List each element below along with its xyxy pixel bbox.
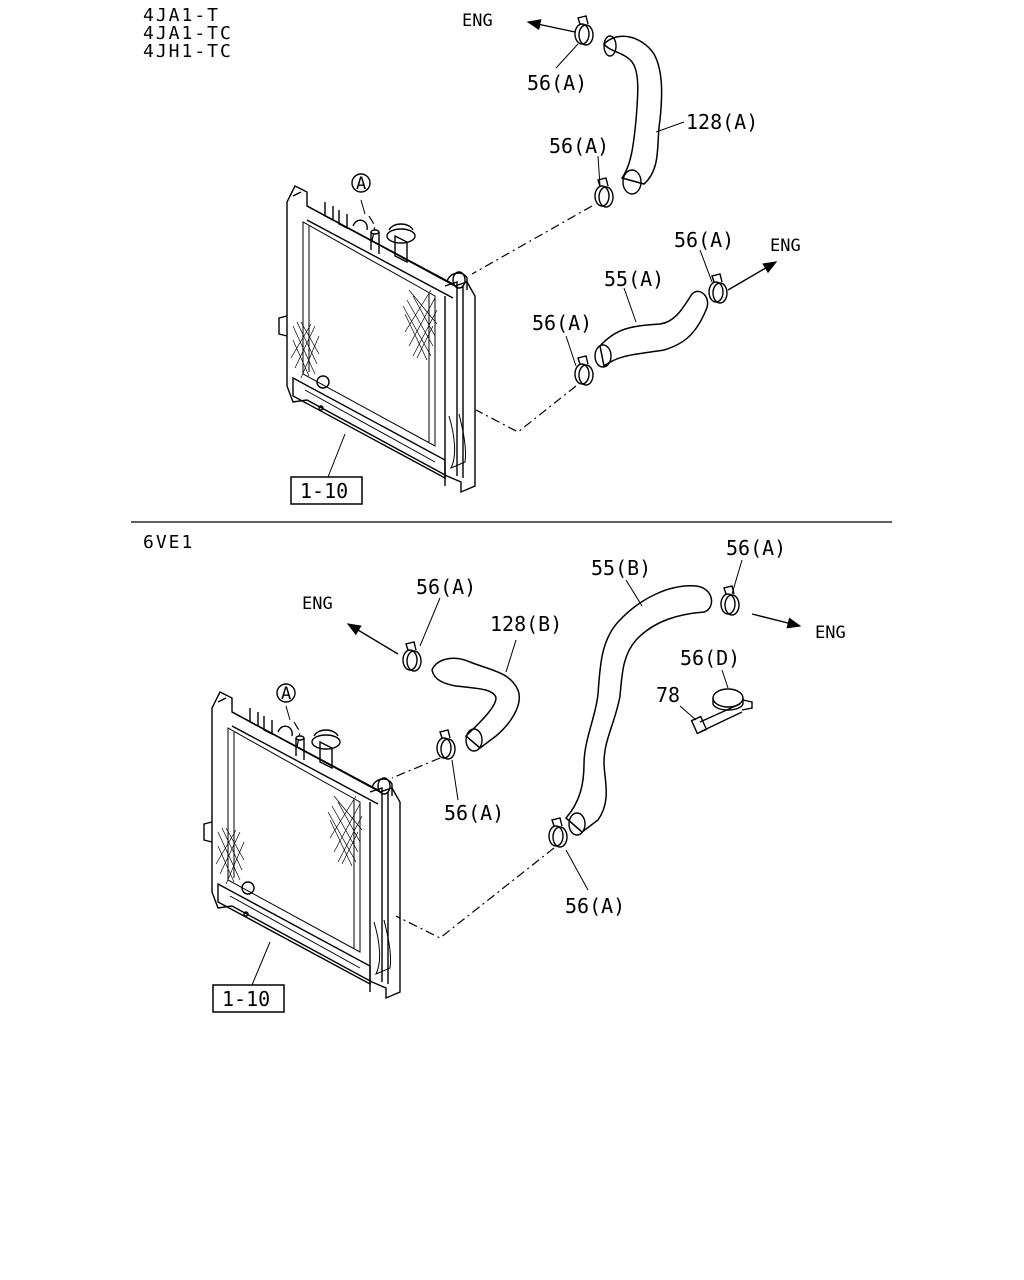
eng-direction-label: ENG xyxy=(815,623,846,643)
upper-hose-128a xyxy=(603,35,663,185)
radiator-ref-box-top xyxy=(290,476,363,505)
clamp-label: 56(A) xyxy=(726,536,786,560)
radiator-ref-top: 1-10 xyxy=(300,479,348,503)
clamp-56a xyxy=(548,817,568,848)
clamp-label: 56(A) xyxy=(549,134,609,158)
lower-hose-55a xyxy=(599,290,709,368)
clamp-56a xyxy=(720,585,740,616)
eng-direction-label: ENG xyxy=(302,594,333,614)
clamp-label: 56(A) xyxy=(444,801,504,825)
engine-list-top: 4JA1-T 4JA1-TC 4JH1-TC xyxy=(143,5,233,62)
bolt-label: 78 xyxy=(656,683,680,707)
clamp-56a xyxy=(594,177,614,208)
engine-label: 4JA1-T xyxy=(143,5,220,26)
callout-a-top: A xyxy=(356,174,366,194)
clamp-label: 56(A) xyxy=(416,575,476,599)
clamp-label: 56(D) xyxy=(680,646,740,670)
clamp-label: 56(A) xyxy=(565,894,625,918)
hose-label: 128(A) xyxy=(686,110,758,134)
callout-a-bottom: A xyxy=(281,684,291,704)
radiator-top xyxy=(278,185,476,493)
radiator-bottom xyxy=(203,691,401,999)
lower-hose-55b xyxy=(564,585,713,833)
clamp-label: 56(A) xyxy=(674,228,734,252)
eng-direction-label: ENG xyxy=(462,11,493,31)
clamp-56a xyxy=(436,729,456,760)
radiator-ref-bottom: 1-10 xyxy=(222,987,270,1011)
clamp-56a xyxy=(574,15,594,46)
engine-label: 4JH1-TC xyxy=(143,41,233,62)
engine-label: 6VE1 xyxy=(143,532,194,553)
hose-label: 55(A) xyxy=(604,267,664,291)
hose-label: 55(B) xyxy=(591,556,651,580)
bolt-78 xyxy=(690,703,743,735)
callout-circle xyxy=(351,173,371,193)
clamp-label: 56(A) xyxy=(532,311,592,335)
clamp-56a xyxy=(402,641,422,672)
callout-circle xyxy=(276,683,296,703)
radiator-ref-box-bottom xyxy=(212,984,285,1013)
clamp-label: 56(A) xyxy=(527,71,587,95)
hose-label: 128(B) xyxy=(490,612,562,636)
clamp-56a xyxy=(708,273,728,304)
eng-direction-label: ENG xyxy=(770,236,801,256)
engine-label: 4JA1-TC xyxy=(143,23,233,44)
clamp-56a xyxy=(574,355,594,386)
